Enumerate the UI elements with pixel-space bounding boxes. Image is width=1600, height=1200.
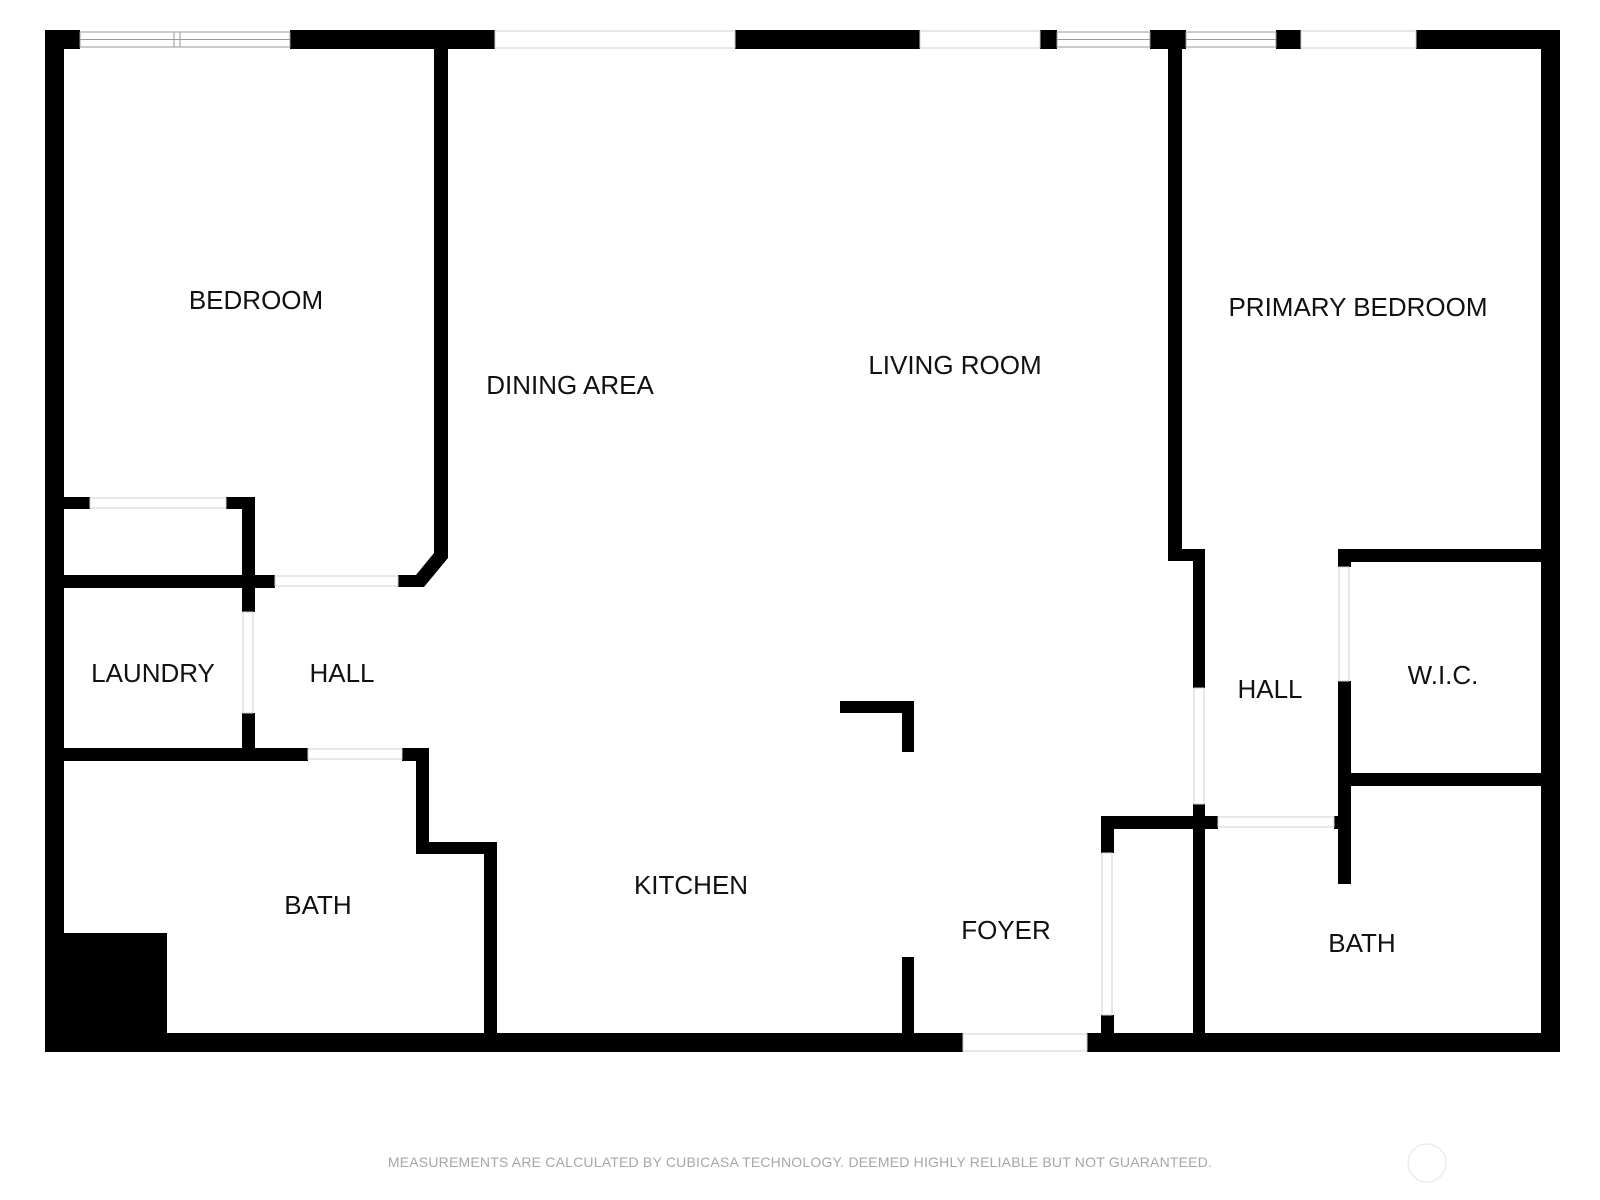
room-label-laundry: LAUNDRY	[91, 658, 215, 688]
wall	[290, 30, 495, 49]
wall	[1338, 549, 1560, 562]
openings	[89, 30, 1417, 1052]
wall	[1101, 816, 1114, 853]
wall	[242, 588, 255, 612]
wall	[1101, 1015, 1114, 1052]
wall	[1338, 786, 1351, 884]
wall	[1338, 681, 1351, 786]
room-labels: BEDROOM DINING AREA LIVING ROOM PRIMARY …	[91, 285, 1487, 958]
wall	[1193, 549, 1205, 688]
walls	[45, 30, 1560, 1052]
wall	[45, 1033, 963, 1052]
wall	[64, 748, 308, 761]
wall	[1276, 30, 1301, 49]
wall	[1338, 773, 1560, 786]
room-label-bedroom: BEDROOM	[189, 285, 323, 315]
bath-door-opening	[307, 748, 403, 760]
wic-door-opening	[1338, 566, 1350, 682]
logo-circle-icon	[1407, 1143, 1447, 1183]
wall	[1101, 816, 1218, 829]
wall	[902, 957, 914, 1052]
entry-door-opening	[962, 1033, 1088, 1052]
wall	[1338, 549, 1351, 567]
wall	[1541, 30, 1560, 1052]
laundry-door-opening	[242, 611, 254, 714]
wall	[64, 575, 275, 588]
wall	[1087, 1033, 1560, 1052]
wall	[1193, 804, 1205, 1052]
opening	[494, 30, 736, 49]
wall	[1040, 30, 1057, 49]
room-label-wic: W.I.C.	[1408, 660, 1479, 690]
windows	[79, 31, 1277, 48]
opening	[1300, 30, 1417, 49]
wall	[1416, 30, 1560, 49]
wall	[902, 701, 914, 752]
wall	[735, 30, 920, 49]
room-label-primary-bedroom: PRIMARY BEDROOM	[1228, 292, 1487, 322]
wall	[64, 497, 90, 509]
wall	[416, 842, 497, 854]
room-label-dining-area: DINING AREA	[486, 370, 654, 400]
foyer-closet-opening	[1101, 852, 1113, 1016]
hall-opening	[1193, 687, 1205, 805]
wall	[416, 748, 429, 854]
wall	[242, 713, 255, 751]
wall	[45, 30, 64, 1052]
room-label-bath: BATH	[1328, 928, 1395, 958]
room-label-bath: BATH	[284, 890, 351, 920]
bedroom-door-opening	[274, 575, 399, 587]
room-label-hall: HALL	[309, 658, 374, 688]
utility-block	[64, 933, 167, 1033]
wall	[398, 49, 448, 587]
wall	[1150, 30, 1186, 49]
room-label-foyer: FOYER	[961, 915, 1051, 945]
wall	[484, 842, 497, 1052]
wall	[1168, 49, 1182, 561]
wall	[1205, 816, 1218, 829]
wall	[840, 701, 914, 713]
bedroom-closet-opening	[89, 497, 227, 509]
room-label-kitchen: KITCHEN	[634, 870, 748, 900]
wall	[242, 497, 255, 588]
room-label-living-room: LIVING ROOM	[868, 350, 1041, 380]
room-label-hall: HALL	[1237, 674, 1302, 704]
measurement-disclaimer: MEASUREMENTS ARE CALCULATED BY CUBICASA …	[388, 1154, 1212, 1170]
opening	[919, 30, 1041, 49]
bath-door-opening	[1217, 816, 1335, 828]
